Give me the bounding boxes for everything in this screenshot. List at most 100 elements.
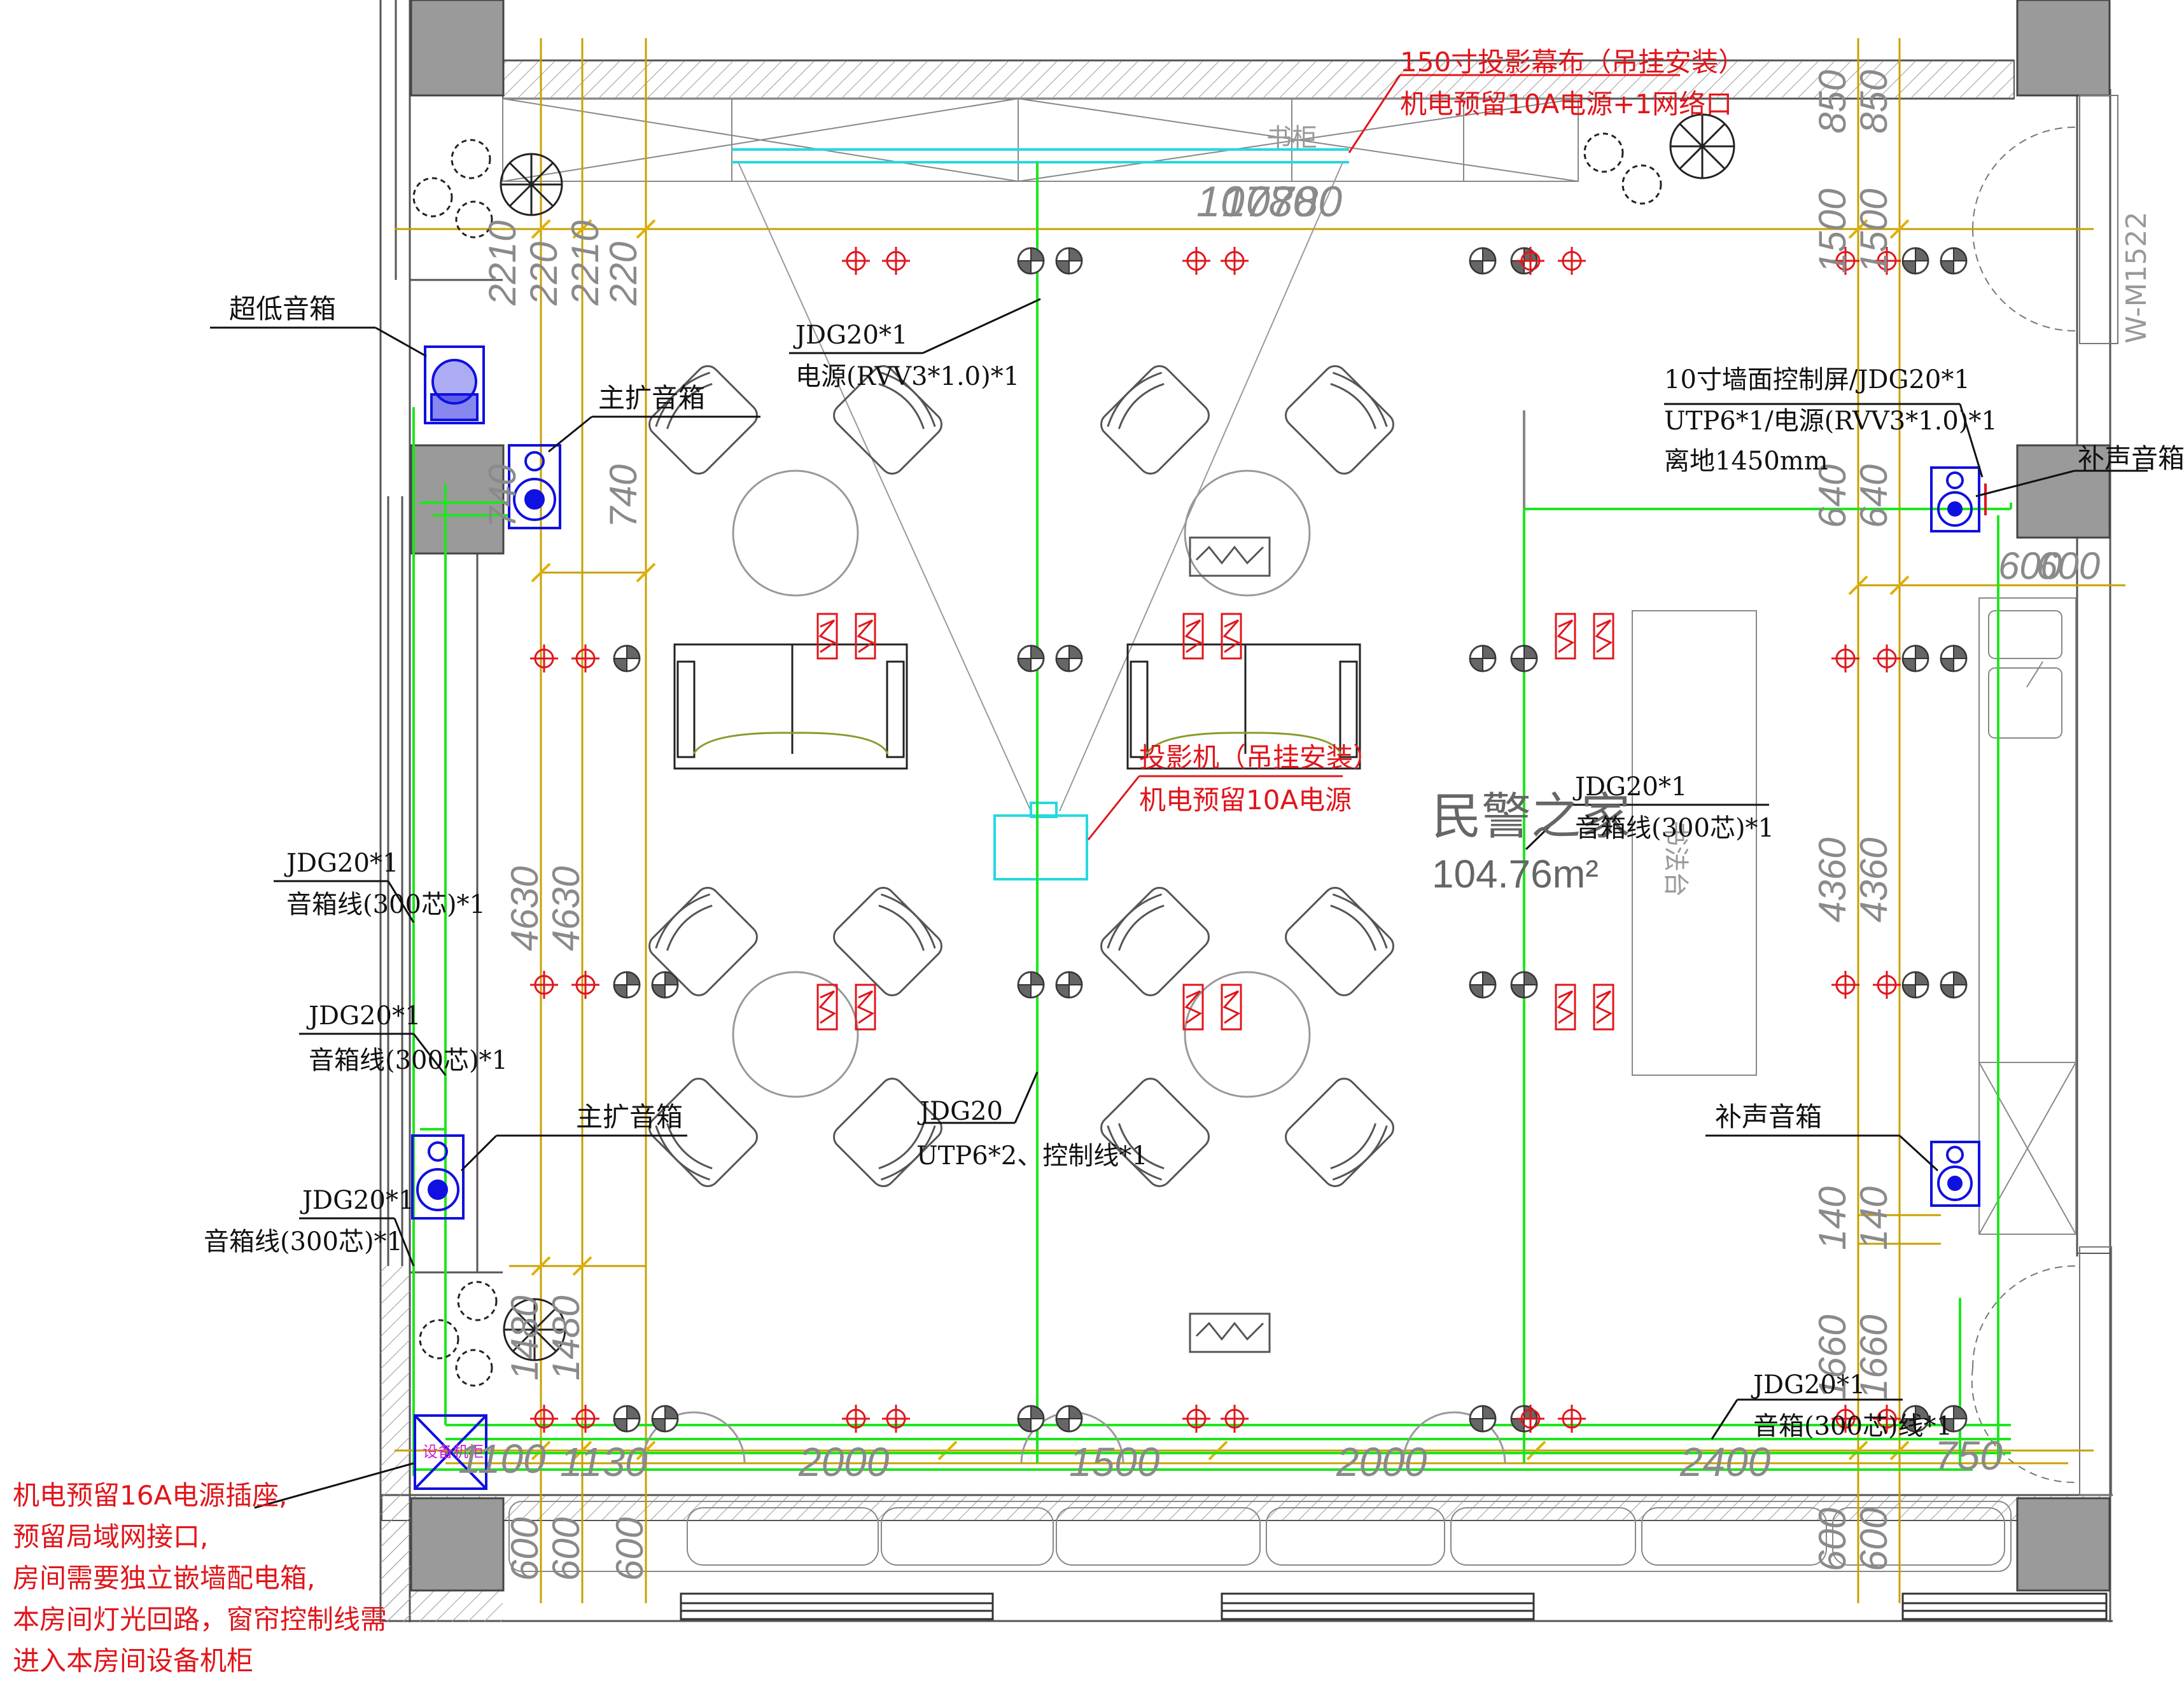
downlight-icon [1510,644,1538,672]
window-bench [508,1501,2012,1572]
room-area: 104.76m² [1432,852,1599,896]
ceiling-speaker-icon [816,613,838,660]
svg-text:1500: 1500 [1811,189,1854,274]
windows [680,1592,2108,1620]
downlight-icon [1055,971,1083,999]
sofa-left [673,643,908,770]
svg-text:740: 740 [481,464,524,528]
ceiling-speaker-icon [855,613,876,660]
svg-text:10780: 10780 [1196,177,1317,226]
downlight-icon [1901,971,1929,999]
ceiling-sensor-icon [1831,1405,1859,1433]
projection-cone [738,162,1343,812]
svg-text:1660: 1660 [1852,1315,1895,1400]
projection-screen [732,148,1349,164]
calligraphy-label: 书法台 [1661,821,1690,897]
ceiling-sensor-icon [1182,1405,1210,1433]
round-tables [641,470,1506,1464]
downlight-icon [1017,247,1045,275]
ceiling-speaker-icon [1593,613,1614,660]
svg-text:140: 140 [1852,1186,1895,1250]
downlight-icon [1017,971,1045,999]
left-speaker-line-1b: 音箱线(300芯)*1 [286,890,486,919]
armchairs [648,365,1394,1187]
projector-note-line1: 投影机（吊挂安装） [1139,742,1380,773]
ceiling-speaker-icon [1593,984,1614,1031]
fill-speaker-bottom [1930,1141,1980,1207]
ceiling-sensor-icon [1221,247,1249,275]
door-label: W-M1522 [2120,211,2153,344]
main-speaker-top-label: 主扩音箱 [598,382,705,414]
ceiling-sensor-icon [1873,247,1901,275]
bookshelf-label: 书柜 [1266,123,1317,153]
svg-text:1660: 1660 [1811,1315,1854,1400]
bookshelf [502,98,1579,182]
downlight-icon [613,644,641,672]
svg-text:房间需要独立嵌墙配电箱,: 房间需要独立嵌墙配电箱, [13,1562,315,1594]
svg-text:850: 850 [1811,70,1854,134]
svg-text:1500: 1500 [1069,1439,1160,1485]
main-speaker-top [508,444,561,529]
downlight-icon [1940,247,1968,275]
kitchen-counter [1978,597,2076,1235]
screen-note-line2: 机电预留10A电源+1网络口 [1400,88,1732,120]
right-speaker-line1: JDG20*1 [1572,772,1687,802]
ceiling-sensor-icon [1831,247,1859,275]
power-conduit-line1: JDG20*1 [793,321,907,350]
ceiling-sensor-icon [1182,247,1210,275]
equipment-cabinet [414,1414,487,1490]
downlight-icon [1469,971,1497,999]
ceiling-sensor-icon [1831,644,1859,672]
ceiling-speaker-icon [855,984,876,1031]
downlight-icon [1940,1405,1968,1433]
svg-text:2210: 2210 [481,221,524,306]
fill-speaker-bottom-label: 补声音箱 [1715,1101,1822,1132]
ceiling-speaker-icon [1221,984,1242,1031]
downlight-icon [1901,644,1929,672]
ceiling-sensor-icon [530,644,558,672]
center-control-line1: JDG20 [917,1097,1003,1126]
svg-text:600: 600 [608,1517,651,1581]
ceiling-sensor-icon [882,1405,910,1433]
control-panel-line3: 离地1450mm [1664,447,1828,476]
svg-text:2210: 2210 [564,221,606,306]
right-speaker-line2: 音箱线(300芯)*1 [1575,814,1774,843]
svg-text:4360: 4360 [1811,838,1854,922]
svg-text:进入本房间设备机柜: 进入本房间设备机柜 [13,1645,253,1676]
svg-text:220: 220 [522,242,565,306]
dimension-labels: 10780 10780 2210 220 220 2210 740 740 46… [458,70,2100,1581]
ceiling-sensor-icon [882,247,910,275]
downlights [613,247,1968,1433]
downlight-icon [1940,971,1968,999]
projector [993,802,1088,880]
ceiling-sensor-icon [1873,1405,1901,1433]
ceiling-speaker-icon [1182,984,1204,1031]
left-speaker-line-2a: JDG20*1 [306,1001,421,1031]
left-speaker-line-3b: 音箱线(300芯)*1 [204,1227,403,1256]
structural-columns [410,0,2111,1592]
ceiling-sensor-icon [1873,644,1901,672]
dimension-ticks [531,219,1910,1461]
svg-text:850: 850 [1852,70,1895,134]
svg-text:4630: 4630 [545,866,587,951]
svg-text:600: 600 [503,1517,546,1581]
svg-text:1480: 1480 [503,1296,546,1381]
svg-text:640: 640 [1811,464,1854,528]
bottom-right-line1: JDG20*1 [1751,1370,1865,1400]
center-control-line2: UTP6*2、控制线*1 [916,1141,1148,1171]
cabinet-label: 设备机柜 [423,1443,484,1461]
cabinet-note: 机电预留16A电源插座, 预留局域网接口, 房间需要独立嵌墙配电箱, 本房间灯光… [13,1480,387,1676]
ceiling-sensor-icon [571,1405,599,1433]
downlight-icon [1901,247,1929,275]
svg-text:本房间灯光回路，窗帘控制线需: 本房间灯光回路，窗帘控制线需 [13,1604,387,1635]
svg-text:1100: 1100 [458,1436,546,1482]
ceiling-sensor-icon [1558,1405,1586,1433]
main-speaker-bottom-label: 主扩音箱 [576,1101,683,1132]
subwoofer-label: 超低音箱 [229,293,336,324]
left-speaker-line-1a: JDG20*1 [284,849,398,878]
svg-text:4630: 4630 [503,866,546,951]
svg-text:140: 140 [1811,1186,1854,1250]
bottom-right-line2: 音箱(300芯)线*1 [1753,1412,1952,1441]
ceiling-sensor-icon [1516,1405,1544,1433]
ceiling-sensor-icon [571,971,599,999]
